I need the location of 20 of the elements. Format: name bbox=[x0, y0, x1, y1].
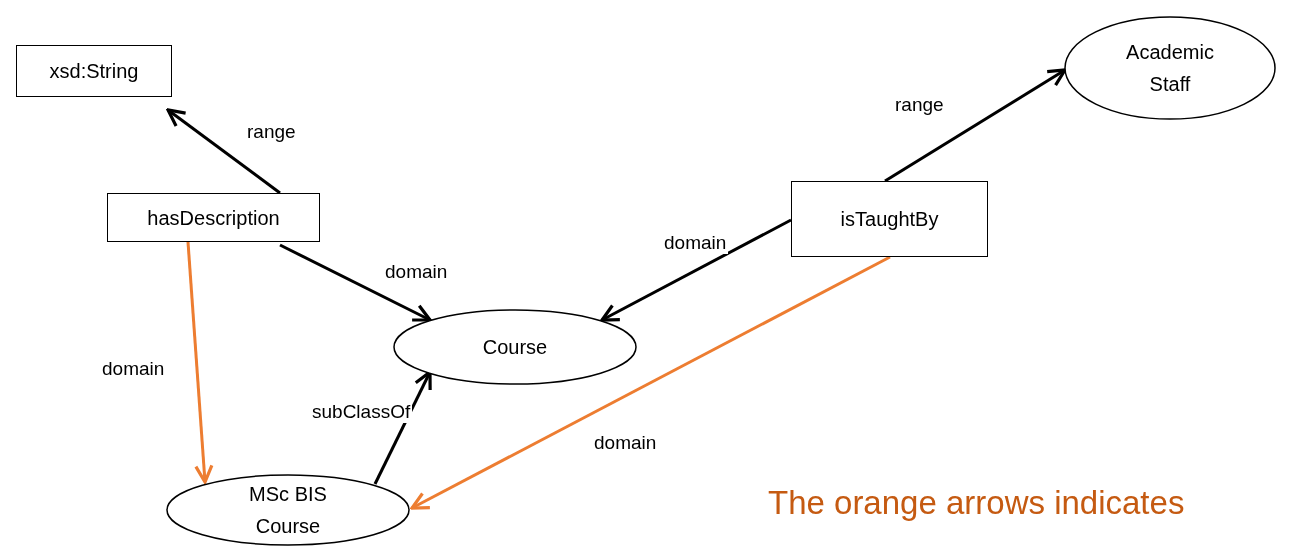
node-text: xsd:String bbox=[49, 59, 139, 84]
note-text: The orange arrows indicates bbox=[768, 484, 1185, 522]
node-text: isTaughtBy bbox=[840, 207, 939, 232]
node-text: hasDescription bbox=[147, 205, 280, 231]
property-box bbox=[791, 181, 988, 257]
property-box bbox=[16, 45, 172, 97]
arrow bbox=[186, 241, 214, 484]
class-ellipse bbox=[393, 309, 637, 385]
node-text: Course bbox=[482, 335, 548, 360]
node-text: MSc BIS Course bbox=[248, 482, 328, 539]
class-ellipse bbox=[166, 474, 410, 546]
class-ellipse bbox=[1064, 16, 1276, 120]
property-box bbox=[107, 193, 320, 242]
arrow bbox=[884, 68, 1067, 183]
node-text: Academic Staff bbox=[1125, 40, 1215, 97]
arrow bbox=[600, 218, 792, 322]
arrow bbox=[410, 255, 891, 510]
arrow bbox=[279, 243, 432, 322]
arrow bbox=[166, 108, 281, 195]
arrow bbox=[373, 370, 432, 485]
